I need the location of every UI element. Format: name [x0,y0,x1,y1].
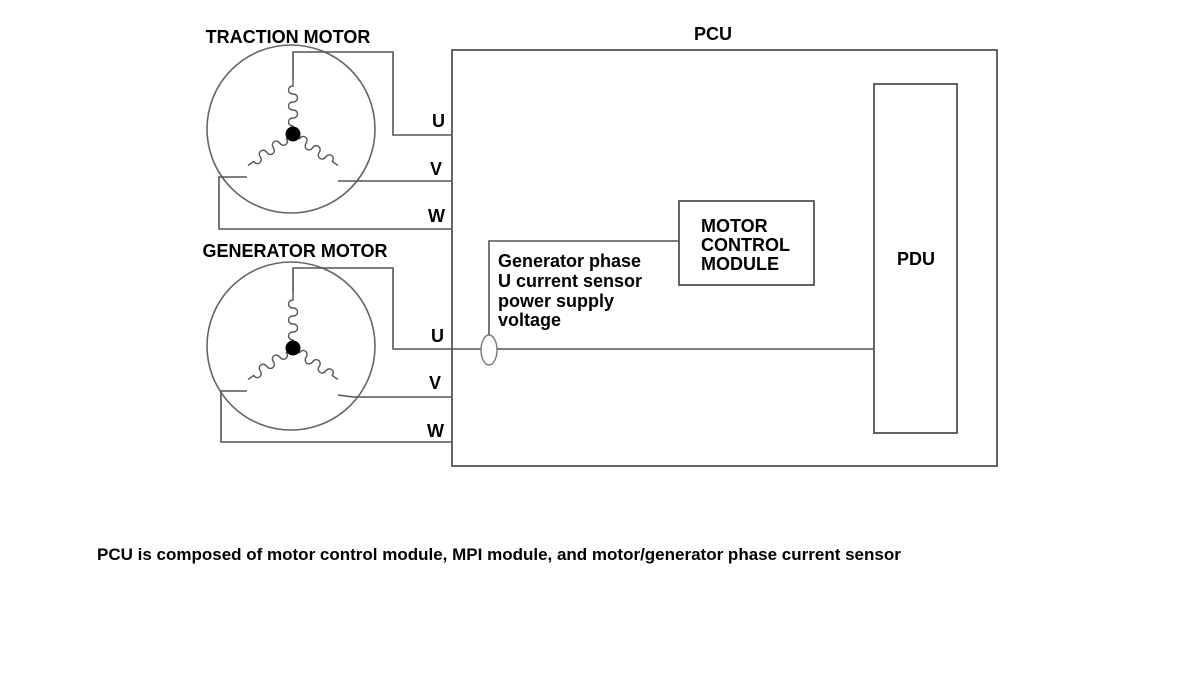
pcu-title: PCU [694,24,732,44]
mcm-line-3: MODULE [701,254,779,274]
sensor-text-line-4: voltage [498,310,561,330]
generator-motor-title: GENERATOR MOTOR [202,241,387,261]
traction-u-label: U [432,111,445,131]
generator-motor-symbol [206,261,376,431]
generator-u-label: U [431,326,444,346]
generator-w-label: W [427,421,444,441]
traction-wire-u [292,51,452,136]
traction-motor-title: TRACTION MOTOR [206,27,371,47]
diagram-caption: PCU is composed of motor control module,… [97,545,901,564]
generator-wire-w [220,390,452,443]
mcm-line-2: CONTROL [701,235,790,255]
traction-v-label: V [430,159,442,179]
mcm-line-1: MOTOR [701,216,768,236]
sensor-lead [488,240,679,335]
motor-control-module-box [678,200,815,286]
traction-motor-symbol [206,44,376,214]
sensor-text-line-1: Generator phase [498,251,641,271]
generator-wire-u [292,267,874,350]
pdu-label: PDU [897,249,935,269]
pdu-box [873,83,958,434]
sensor-text-line-2: U current sensor [498,271,642,291]
traction-w-label: W [428,206,445,226]
traction-wire-w [218,176,452,230]
generator-v-label: V [429,373,441,393]
current-sensor-ring [480,334,498,366]
generator-wire-v [337,394,452,398]
sensor-text-line-3: power supply [498,291,614,311]
